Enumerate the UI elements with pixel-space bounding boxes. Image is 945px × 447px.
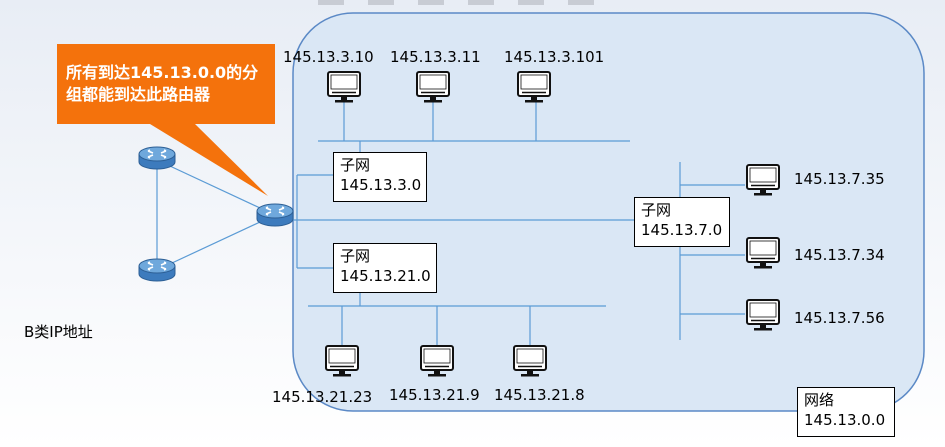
subnet-title: 子网 — [641, 201, 672, 219]
callout-line: 所有到达145.13.0.0的分 — [66, 63, 259, 82]
network-address: 145.13.0.0 — [804, 411, 886, 429]
router-icon — [138, 258, 176, 282]
host-label: 145.13.3.11 — [390, 48, 481, 66]
host-label: 145.13.21.9 — [389, 386, 480, 404]
host-label: 145.13.7.34 — [794, 246, 885, 264]
subnet-address: 145.13.21.0 — [340, 267, 431, 285]
host-label: 145.13.21.8 — [494, 386, 585, 404]
subnet-title: 子网 — [340, 156, 371, 174]
router-links — [156, 159, 276, 271]
host-label: 145.13.3.101 — [504, 48, 605, 66]
host-label: 145.13.7.35 — [794, 170, 885, 188]
subnet-address: 145.13.7.0 — [641, 221, 723, 239]
router-icon — [256, 203, 294, 227]
router-icon — [138, 146, 176, 170]
subnet-box: 子网 145.13.7.0 — [634, 197, 730, 247]
network-title: 网络 — [804, 391, 835, 409]
callout-line: 组都能到达此路由器 — [66, 85, 211, 104]
subnet-box: 子网 145.13.21.0 — [333, 243, 437, 293]
top-decoration — [318, 0, 594, 5]
host-label: 145.13.21.23 — [272, 388, 373, 406]
host-label: 145.13.7.56 — [794, 309, 885, 327]
callout-text: 所有到达145.13.0.0的分 组都能到达此路由器 — [66, 62, 266, 106]
network-box: 网络 145.13.0.0 — [797, 387, 895, 437]
subnet-title: 子网 — [340, 247, 371, 265]
callout-bubble — [57, 44, 275, 196]
network-area — [292, 12, 925, 412]
host-label: 145.13.3.10 — [283, 48, 374, 66]
class-label: B类IP地址 — [24, 323, 93, 341]
subnet-address: 145.13.3.0 — [340, 176, 422, 194]
subnet-box: 子网 145.13.3.0 — [333, 152, 427, 202]
